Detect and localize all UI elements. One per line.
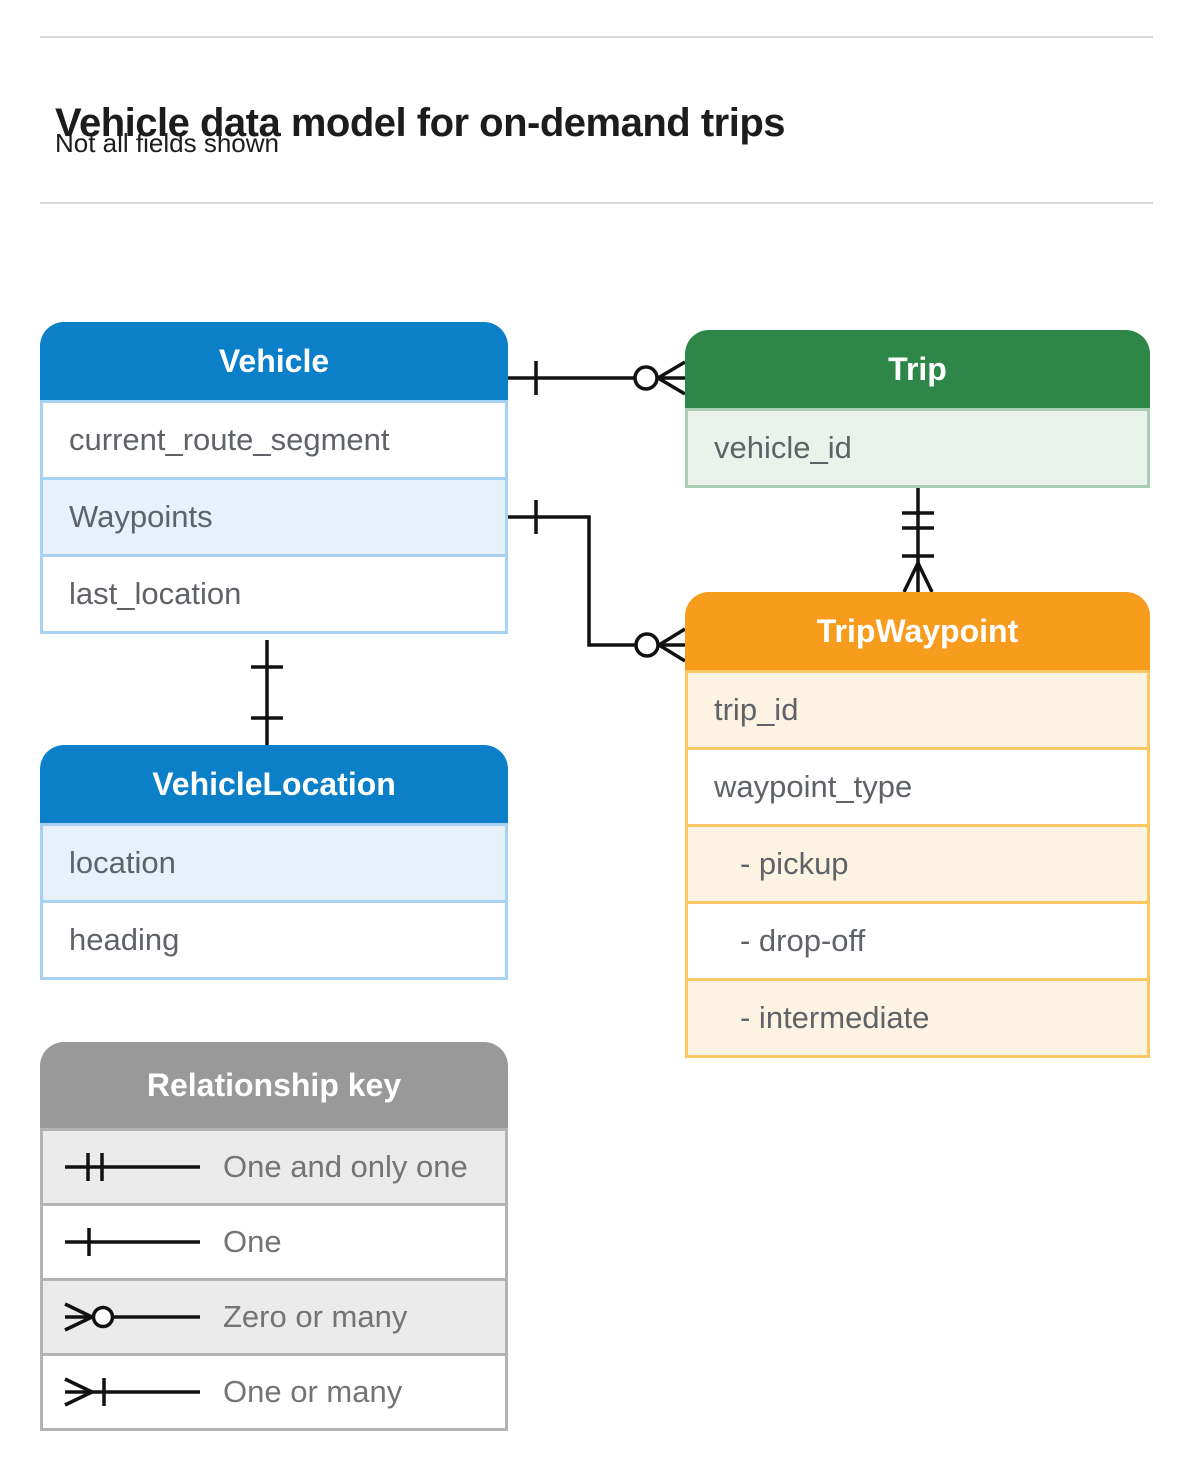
zero-or-many-icon <box>59 1295 209 1339</box>
field-label: current_route_segment <box>69 422 390 457</box>
relationship-key-header: Relationship key <box>40 1042 508 1128</box>
vehicle-header: Vehicle <box>40 322 508 400</box>
vehiclelocation-fields: location heading <box>40 823 508 980</box>
field-label: waypoint_type <box>714 769 913 804</box>
legend-label: One or many <box>223 1374 403 1409</box>
vehicle-title: Vehicle <box>218 342 330 379</box>
legend-row-zero-or-many: Zero or many <box>40 1278 508 1356</box>
trip-header: Trip <box>685 330 1150 408</box>
top-divider <box>40 36 1153 38</box>
zero-circle <box>634 632 660 658</box>
field-label: - pickup <box>740 846 849 881</box>
vehiclelocation-field-heading: heading <box>40 900 508 980</box>
entity-tripwaypoint: TripWaypoint trip_id waypoint_type - pickup… <box>685 592 1150 1058</box>
connector-vehicle-waypoints-tripwaypoint <box>508 500 686 663</box>
vehiclelocation-field-location: location <box>40 823 508 903</box>
tripwaypoint-field-drop-off: - drop-off <box>685 901 1150 981</box>
header-divider <box>40 202 1153 204</box>
trip-field-vehicle-id: vehicle_id <box>685 408 1150 488</box>
tripwaypoint-field-trip-id: trip_id <box>685 670 1150 750</box>
one-and-only-one-icon <box>59 1145 209 1189</box>
page-subtitle: Not all fields shown <box>55 128 279 158</box>
vehicle-field-waypoints: Waypoints <box>40 477 508 557</box>
connector-trip-tripwaypoint <box>902 488 934 593</box>
field-label: - intermediate <box>740 1000 930 1035</box>
tripwaypoint-fields: trip_id waypoint_type - pickup - drop-off - … <box>685 670 1150 1058</box>
trip-fields: vehicle_id <box>685 408 1150 488</box>
legend-label: One <box>223 1224 282 1259</box>
legend-label: Zero or many <box>223 1299 408 1334</box>
tripwaypoint-field-waypoint-type: waypoint_type <box>685 747 1150 827</box>
trip-title: Trip <box>888 350 947 387</box>
one-icon <box>59 1220 209 1264</box>
legend-row-one-and-only-one: One and only one <box>40 1128 508 1206</box>
entity-vehiclelocation: VehicleLocation location heading <box>40 745 508 980</box>
entity-trip: Trip vehicle_id <box>685 330 1150 488</box>
field-label: - drop-off <box>740 923 866 958</box>
legend-row-one-or-many: One or many <box>40 1353 508 1431</box>
crow-foot <box>657 360 686 396</box>
one-or-many-icon <box>59 1370 209 1414</box>
tripwaypoint-header: TripWaypoint <box>685 592 1150 670</box>
vehiclelocation-title: VehicleLocation <box>152 765 396 802</box>
field-label: Waypoints <box>69 499 213 534</box>
vehicle-field-last-location: last_location <box>40 554 508 634</box>
field-label: heading <box>69 922 180 957</box>
field-label: trip_id <box>714 692 799 727</box>
tripwaypoint-field-intermediate: - intermediate <box>685 978 1150 1058</box>
crow-foot <box>658 627 686 663</box>
connector-vehicle-trip <box>508 360 686 396</box>
connector-vehicle-vehiclelocation <box>251 640 283 745</box>
tripwaypoint-title: TripWaypoint <box>816 612 1019 649</box>
page-title: Vehicle data model for on-demand trips <box>55 100 786 145</box>
relationship-key-title: Relationship key <box>146 1066 402 1103</box>
crow-foot <box>902 562 934 593</box>
legend-label: One and only one <box>223 1149 468 1184</box>
zero-circle <box>633 365 659 391</box>
vehiclelocation-header: VehicleLocation <box>40 745 508 823</box>
field-label: last_location <box>69 576 242 611</box>
field-label: location <box>69 845 176 880</box>
field-label: vehicle_id <box>714 430 852 465</box>
legend-row-one: One <box>40 1203 508 1281</box>
tripwaypoint-field-pickup: - pickup <box>685 824 1150 904</box>
vehicle-field-current-route-segment: current_route_segment <box>40 400 508 480</box>
